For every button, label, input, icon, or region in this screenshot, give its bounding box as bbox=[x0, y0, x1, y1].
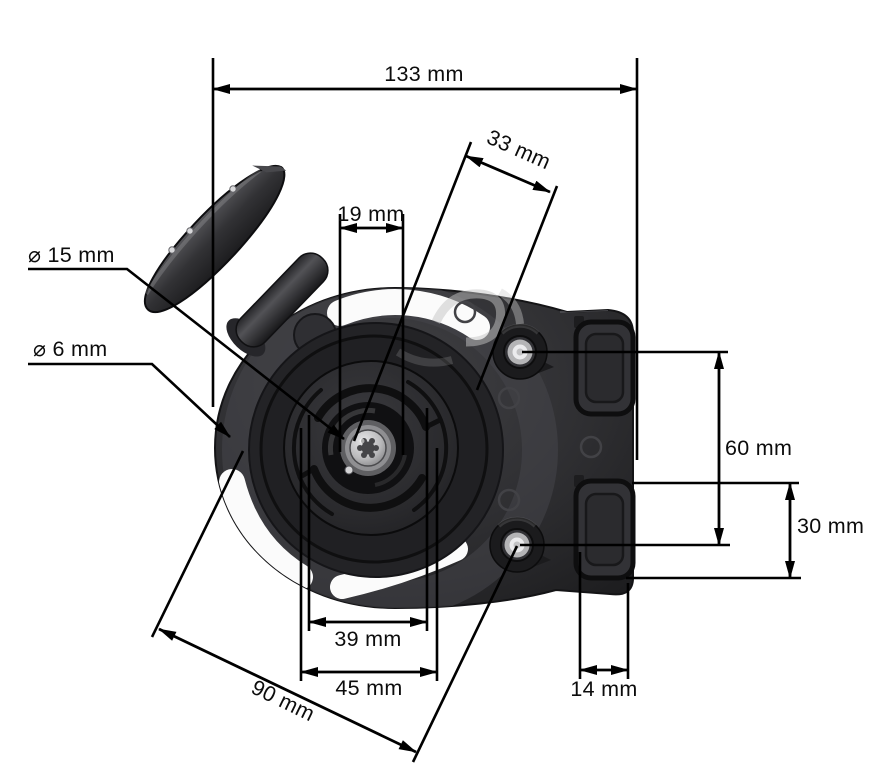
pawl-groove bbox=[310, 465, 426, 512]
screw-glint bbox=[359, 438, 365, 444]
vent-slot-top bbox=[327, 289, 490, 340]
pawl-notch bbox=[423, 417, 443, 430]
lower-foot bbox=[573, 475, 636, 581]
dimple bbox=[453, 300, 477, 324]
dimension-60mm: 60 mm bbox=[520, 350, 792, 547]
leader-line bbox=[28, 267, 345, 441]
dimension-label: 45 mm bbox=[335, 676, 402, 700]
pulley-outer-groove bbox=[406, 380, 449, 512]
dimension-label: 133 mm bbox=[384, 62, 463, 86]
extension-line bbox=[150, 450, 245, 638]
dimension-label: ⌀ 6 mm bbox=[33, 337, 107, 361]
torx-lobe bbox=[361, 452, 367, 458]
grip-screw bbox=[168, 246, 176, 254]
torx-center bbox=[361, 441, 375, 455]
foot-inner bbox=[584, 332, 625, 404]
torx-lobe bbox=[357, 445, 363, 451]
leader-diameter-6mm: ⌀ 6 mm bbox=[28, 337, 231, 438]
grip-screw bbox=[229, 185, 237, 193]
bore-gloss-low bbox=[374, 454, 407, 487]
grip-highlight bbox=[144, 168, 262, 296]
torx-lobe bbox=[373, 445, 379, 451]
upper-foot bbox=[573, 316, 636, 417]
dimension-label: 30 mm bbox=[797, 514, 864, 538]
leader-diameter-15mm: ⌀ 15 mm bbox=[28, 243, 345, 441]
torx-lobe bbox=[369, 452, 375, 458]
pawl-notch bbox=[297, 466, 317, 480]
grip-tip-facet bbox=[252, 165, 287, 173]
dimension-30mm: 30 mm bbox=[626, 481, 864, 580]
dimple bbox=[579, 435, 603, 459]
grip-screw bbox=[186, 227, 194, 235]
handle-stem bbox=[226, 252, 329, 357]
pulley-outer-groove bbox=[292, 388, 334, 516]
dimple bbox=[497, 386, 521, 410]
dimension-line bbox=[158, 627, 417, 754]
dimension-label: 39 mm bbox=[334, 627, 401, 651]
watermark-squiggle bbox=[497, 288, 524, 325]
vent-slot-left bbox=[219, 469, 313, 590]
stem-shaft bbox=[235, 252, 329, 348]
torx-lobe bbox=[369, 438, 375, 444]
dimension-label: 14 mm bbox=[570, 677, 637, 701]
pull-handle-grip bbox=[143, 165, 287, 314]
grip-screws bbox=[168, 185, 237, 254]
dimension-label: 19 mm bbox=[337, 202, 404, 226]
dimension-line bbox=[465, 154, 551, 194]
torx-socket bbox=[357, 438, 379, 458]
dimension-label: ⌀ 15 mm bbox=[28, 243, 115, 267]
dimension-annotations: 133 mm 33 mm 19 mm ⌀ 15 mm ⌀ 6 mm 60 m bbox=[28, 58, 864, 763]
extension-line bbox=[411, 545, 519, 763]
extension-line bbox=[352, 141, 473, 442]
dimension-label: 60 mm bbox=[725, 436, 792, 460]
dimension-label: 90 mm bbox=[248, 675, 319, 726]
dimension-19mm: 19 mm bbox=[337, 202, 404, 455]
plate-dimples bbox=[453, 300, 603, 512]
spring-pin bbox=[344, 465, 354, 475]
extension-line bbox=[475, 185, 559, 391]
starter-part bbox=[143, 165, 636, 610]
dimension-133mm: 133 mm bbox=[211, 58, 639, 460]
watermark-squiggle bbox=[431, 289, 506, 347]
dimension-14mm: 14 mm bbox=[570, 552, 637, 701]
leader-line bbox=[28, 362, 231, 438]
dimple bbox=[497, 488, 521, 512]
foot-inner bbox=[584, 492, 625, 567]
